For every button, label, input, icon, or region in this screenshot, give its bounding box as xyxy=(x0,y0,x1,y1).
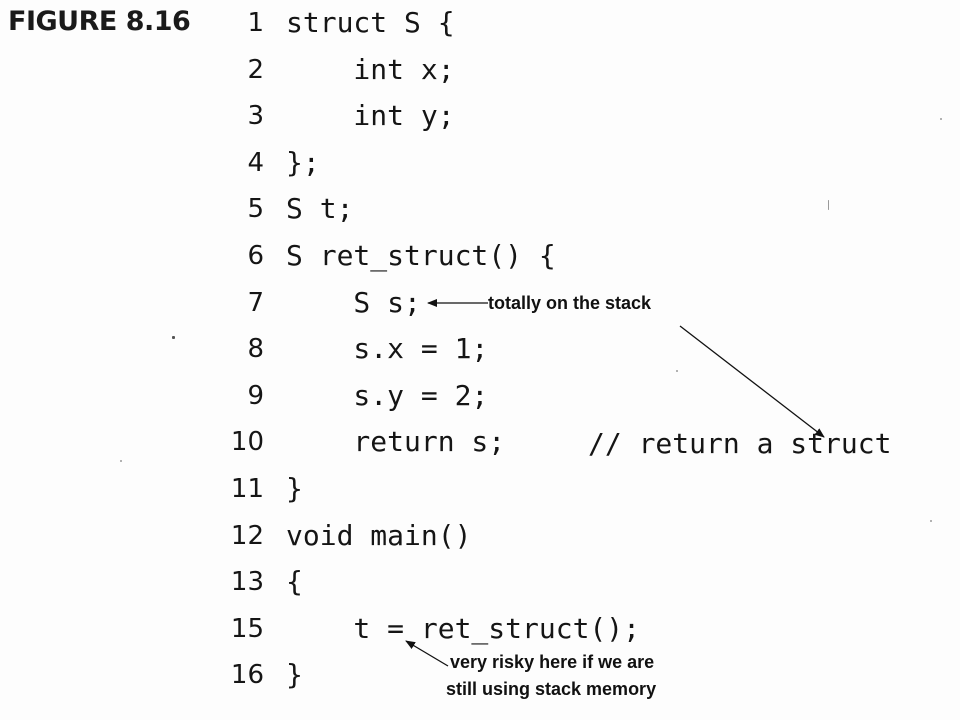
line-number: 7 xyxy=(247,288,264,318)
line-number: 13 xyxy=(230,567,264,597)
code-line: S s; xyxy=(286,286,421,319)
line-number: 6 xyxy=(247,241,264,271)
code-line: } xyxy=(286,472,303,505)
code-line: S t; xyxy=(286,192,354,225)
annotation-stack-note: totally on the stack xyxy=(488,293,652,313)
scan-speck xyxy=(676,370,678,372)
figure-label: FIGURE 8.16 xyxy=(8,6,191,37)
scan-speck xyxy=(172,336,175,339)
code-line: } xyxy=(286,658,303,691)
code-line: S ret_struct() { xyxy=(286,239,556,272)
line-number: 16 xyxy=(230,660,264,690)
line-number: 5 xyxy=(247,194,264,224)
arrow-to-return-comment xyxy=(679,325,825,438)
code-line: { xyxy=(286,565,303,598)
line-number: 2 xyxy=(247,55,264,85)
line-number: 4 xyxy=(247,148,264,178)
scan-speck xyxy=(940,118,942,120)
line-number: 15 xyxy=(230,614,264,644)
line-number: 1 xyxy=(247,8,264,38)
annotation-risky-line2: still using stack memory xyxy=(446,679,657,699)
line-number: 3 xyxy=(247,101,264,131)
scan-speck xyxy=(120,460,122,462)
code-line: int x; xyxy=(286,53,455,86)
scan-speck xyxy=(828,200,829,210)
code-line: s.x = 1; xyxy=(286,332,489,365)
annotation-risky-line1: very risky here if we are xyxy=(450,652,655,672)
code-line: t = ret_struct(); xyxy=(286,612,641,645)
code-line: }; xyxy=(286,146,320,179)
line-number: 12 xyxy=(230,521,264,551)
code-comment-return-struct: // return a struct xyxy=(588,427,892,460)
code-line: return s; xyxy=(286,425,506,458)
line-number: 9 xyxy=(247,381,264,411)
code-line: void main() xyxy=(286,519,472,552)
code-line: int y; xyxy=(286,99,455,132)
line-number: 11 xyxy=(230,474,264,504)
line-number: 10 xyxy=(230,427,264,457)
line-number: 8 xyxy=(247,334,264,364)
scan-speck xyxy=(930,520,932,522)
code-line: s.y = 2; xyxy=(286,379,489,412)
code-line: struct S { xyxy=(286,6,455,39)
